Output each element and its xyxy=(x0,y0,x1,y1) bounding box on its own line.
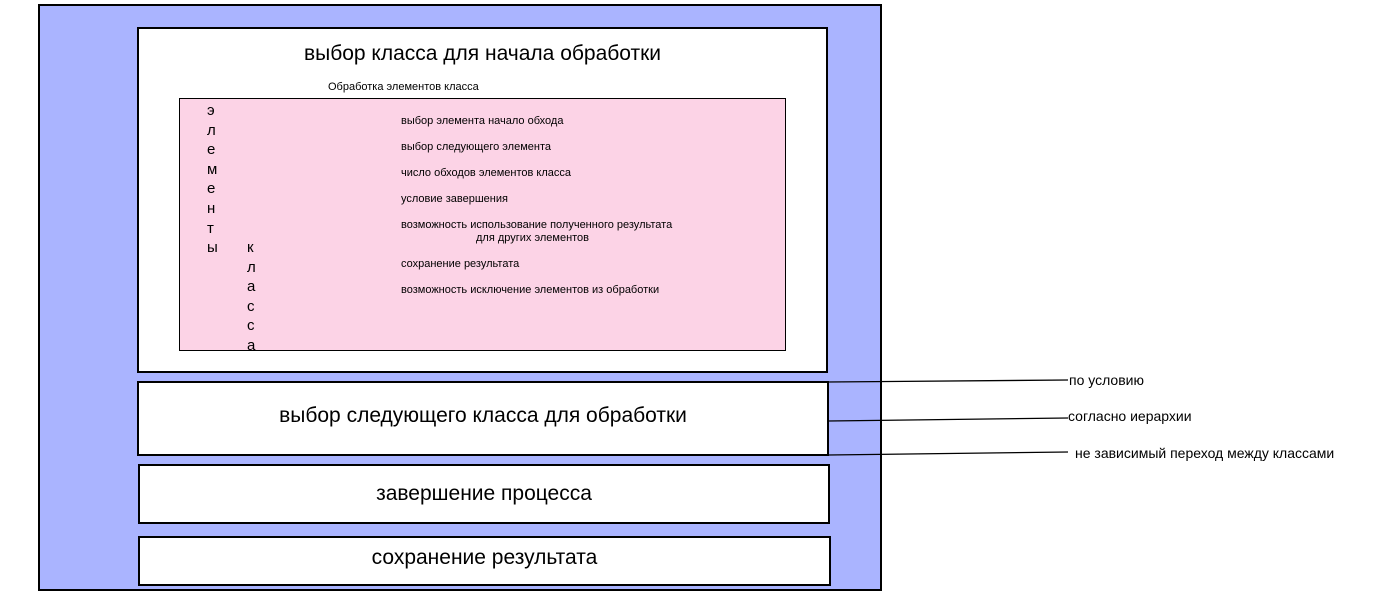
save-result-title: сохранение результата xyxy=(371,546,598,569)
letter: м xyxy=(207,160,218,178)
letter: к xyxy=(247,239,254,256)
letter: с xyxy=(247,317,255,335)
letter: е xyxy=(207,180,216,198)
operation-item: выбор элемента начало обхода xyxy=(401,115,564,127)
letter: ы xyxy=(207,239,218,257)
transition-label: по условию xyxy=(1069,372,1144,388)
connector-line xyxy=(826,379,1069,383)
letter: а xyxy=(247,336,256,354)
letter: е xyxy=(207,141,216,159)
transition-label: согласно иерархии xyxy=(1068,408,1192,424)
letter: л xyxy=(247,258,256,276)
vertical-word-class: к л а с с а xyxy=(247,238,256,356)
operation-item: число обходов элементов класса xyxy=(401,167,572,179)
class-processing-label: Обработка элементов класса xyxy=(328,81,479,93)
letter: э xyxy=(207,102,215,119)
operation-item: условие завершения xyxy=(401,193,508,205)
finish-process-title: завершение процесса xyxy=(376,482,592,505)
connector-line xyxy=(827,417,1069,422)
letter: с xyxy=(247,297,255,315)
vertical-word-elements: э л е м е н т ы xyxy=(207,101,218,258)
operation-item: выбор следующего элемента xyxy=(401,141,551,153)
letter: т xyxy=(207,219,214,237)
letter: н xyxy=(207,199,216,217)
letter: а xyxy=(247,278,256,296)
save-result-box: сохранение результата xyxy=(138,536,831,586)
operation-item: возможность использование полученного ре… xyxy=(401,219,673,231)
connector-line xyxy=(827,451,1069,456)
operation-item-continuation: для других элементов xyxy=(476,232,590,244)
finish-process-box: завершение процесса xyxy=(138,464,830,524)
next-class-title: выбор следующего класса для обработки xyxy=(279,404,687,427)
class-elements-panel xyxy=(179,98,786,351)
letter: л xyxy=(207,121,216,139)
start-class-title: выбор класса для начала обработки xyxy=(303,42,662,65)
next-class-box: выбор следующего класса для обработки xyxy=(137,381,829,456)
operation-item: сохранение результата xyxy=(401,258,520,270)
operation-item: возможность исключение элементов из обра… xyxy=(401,284,660,296)
transition-label: не зависимый переход между классами xyxy=(1075,445,1335,461)
